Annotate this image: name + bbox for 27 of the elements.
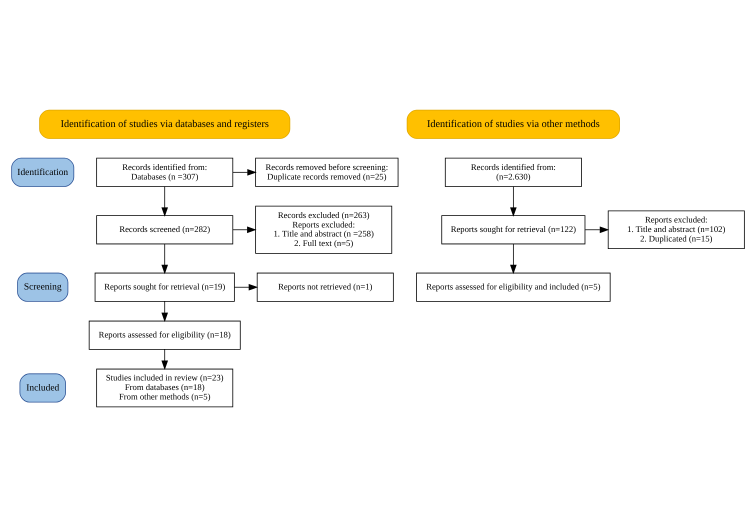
node-box: Records identified from: (n=2.630) xyxy=(444,158,582,187)
node-box: Identification of studies via other methods xyxy=(406,110,620,139)
arrow xyxy=(510,244,517,274)
node-box: Reports sought for retrieval (n=122) xyxy=(441,215,586,244)
node-box: Screening xyxy=(17,272,68,302)
node-box: Identification xyxy=(11,158,74,187)
arrow xyxy=(232,169,257,176)
arrow xyxy=(161,349,168,370)
arrow xyxy=(161,186,168,217)
arrow xyxy=(161,301,168,322)
node-box: Reports not retrieved (n=1) xyxy=(256,272,394,302)
node-box: Identification of studies via databases and registers xyxy=(39,110,290,139)
node-box: Reports assessed for eligibility and included (n=5) xyxy=(416,272,611,302)
node-box: Records removed before screening: Duplicate records removed (n=25) xyxy=(255,158,398,187)
node-box: Studies included in review (n=23) From databases (n=18) From other methods (n=5) xyxy=(96,368,234,408)
node-box: Reports excluded: 1. Title and abstract (n=102) 2. Duplicated (n=15) xyxy=(608,210,745,250)
node-box: Records identified from: Databases (n =307) xyxy=(96,158,234,187)
node-box: Records excluded (n=263) Reports excluded: 1. Title and abstract (n =258) 2. Full text (n=5) xyxy=(255,206,392,254)
arrow xyxy=(232,226,257,234)
node-box: Reports sought for retrieval (n=19) xyxy=(94,272,235,302)
arrow xyxy=(584,226,610,234)
node-box: Included xyxy=(20,373,66,403)
arrow xyxy=(234,284,258,291)
node-box: Reports assessed for eligibility (n=18) xyxy=(88,320,241,350)
arrow xyxy=(510,186,517,217)
node-box: Records screened (n=282) xyxy=(96,215,234,244)
arrow xyxy=(161,244,168,274)
